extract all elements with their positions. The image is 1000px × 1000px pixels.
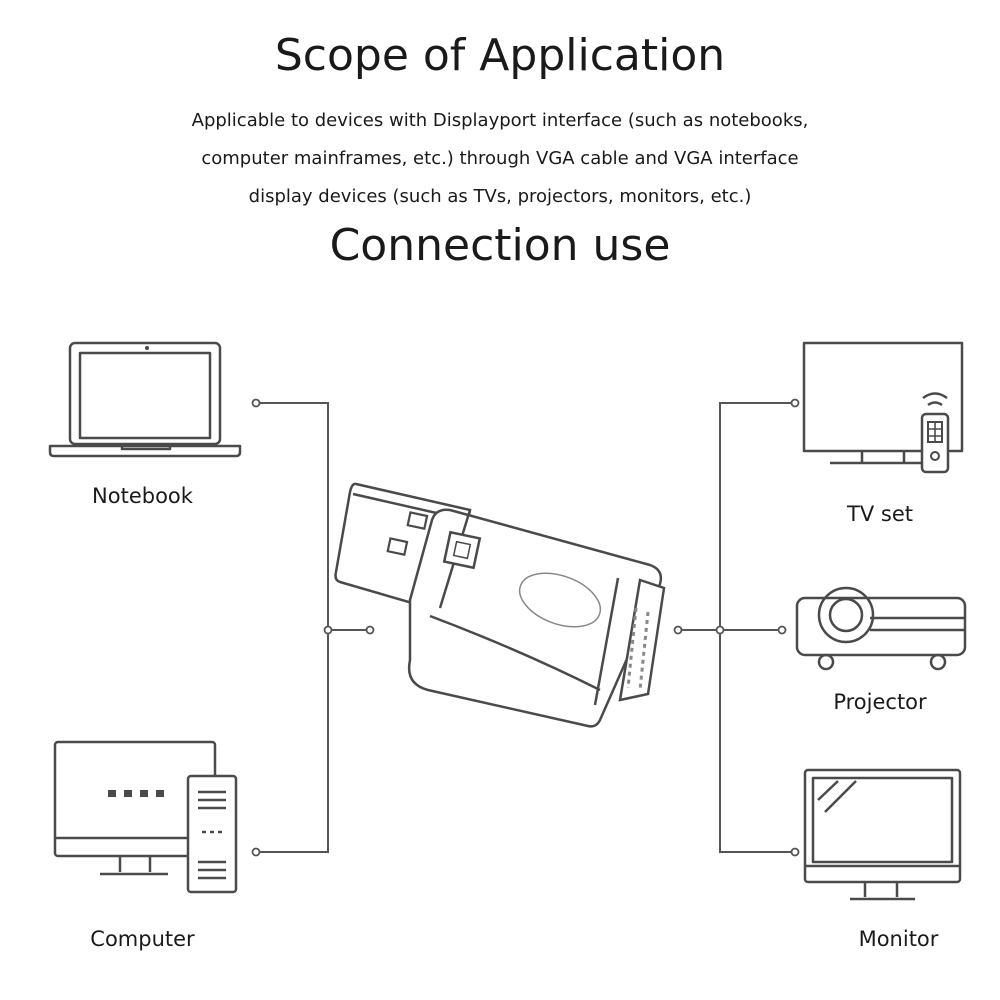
label-notebook: Notebook — [92, 484, 193, 508]
description-line-2: computer mainframes, etc.) through VGA c… — [201, 148, 799, 169]
projector-icon — [795, 586, 967, 671]
left-connector-lines — [251, 398, 375, 857]
label-tv-set: TV set — [847, 502, 913, 526]
right-connector-lines — [673, 398, 800, 857]
label-computer: Computer — [90, 927, 195, 951]
monitor-icon — [803, 768, 962, 901]
label-monitor: Monitor — [858, 927, 939, 951]
laptop-icon — [48, 341, 242, 458]
tv-icon — [802, 341, 964, 465]
dp-to-vga-adapter-icon — [334, 482, 666, 728]
remote-control-icon — [920, 392, 950, 474]
description-line-1: Applicable to devices with Displayport i… — [191, 110, 809, 131]
desktop-computer-icon — [53, 740, 238, 894]
label-projector: Projector — [833, 690, 927, 714]
title-scope-of-application: Scope of Application — [274, 30, 726, 81]
title-connection-use: Connection use — [329, 220, 671, 271]
description-line-3: display devices (such as TVs, projectors… — [248, 186, 752, 207]
description: Applicable to devices with Displayport i… — [150, 102, 850, 216]
